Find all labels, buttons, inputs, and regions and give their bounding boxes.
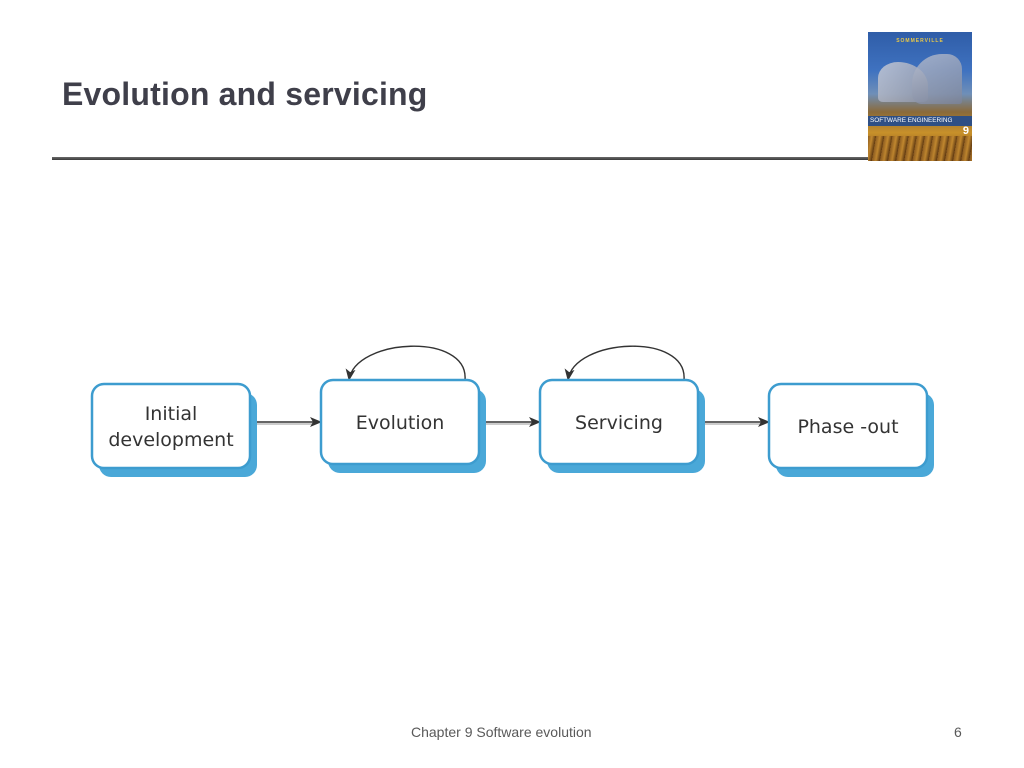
node-box [767, 382, 929, 470]
title-divider [52, 157, 870, 160]
node-label: Evolution [356, 412, 445, 434]
node-label: Phase -out [797, 416, 898, 438]
node-label: Initial [145, 403, 198, 425]
book-cover-band [868, 116, 972, 126]
page-number: 6 [954, 724, 962, 740]
node-label: development [108, 429, 233, 451]
node-servicing: Servicing [538, 378, 705, 473]
self-loop-arrow [345, 345, 466, 381]
book-cover-author: SOMMERVILLE [896, 38, 944, 44]
book-cover-image: SOMMERVILLE SOFTWARE ENGINEERING 9 [868, 32, 972, 161]
node-initial-development: Initial development [90, 382, 257, 477]
node-evolution: Evolution [319, 378, 486, 473]
footer-chapter-label: Chapter 9 Software evolution [411, 724, 592, 740]
book-cover-title: SOFTWARE ENGINEERING [870, 117, 953, 124]
cover-building-shape [912, 54, 962, 104]
node-box [90, 382, 252, 470]
node-box [319, 378, 481, 466]
slide-title: Evolution and servicing [62, 76, 428, 112]
cover-lower-photo [868, 136, 972, 161]
self-loop-arrow [564, 345, 685, 381]
node-box [538, 378, 700, 466]
node-phase-out: Phase -out [767, 382, 934, 477]
book-cover-edition: 9 [962, 125, 969, 137]
node-label: Servicing [575, 412, 663, 434]
